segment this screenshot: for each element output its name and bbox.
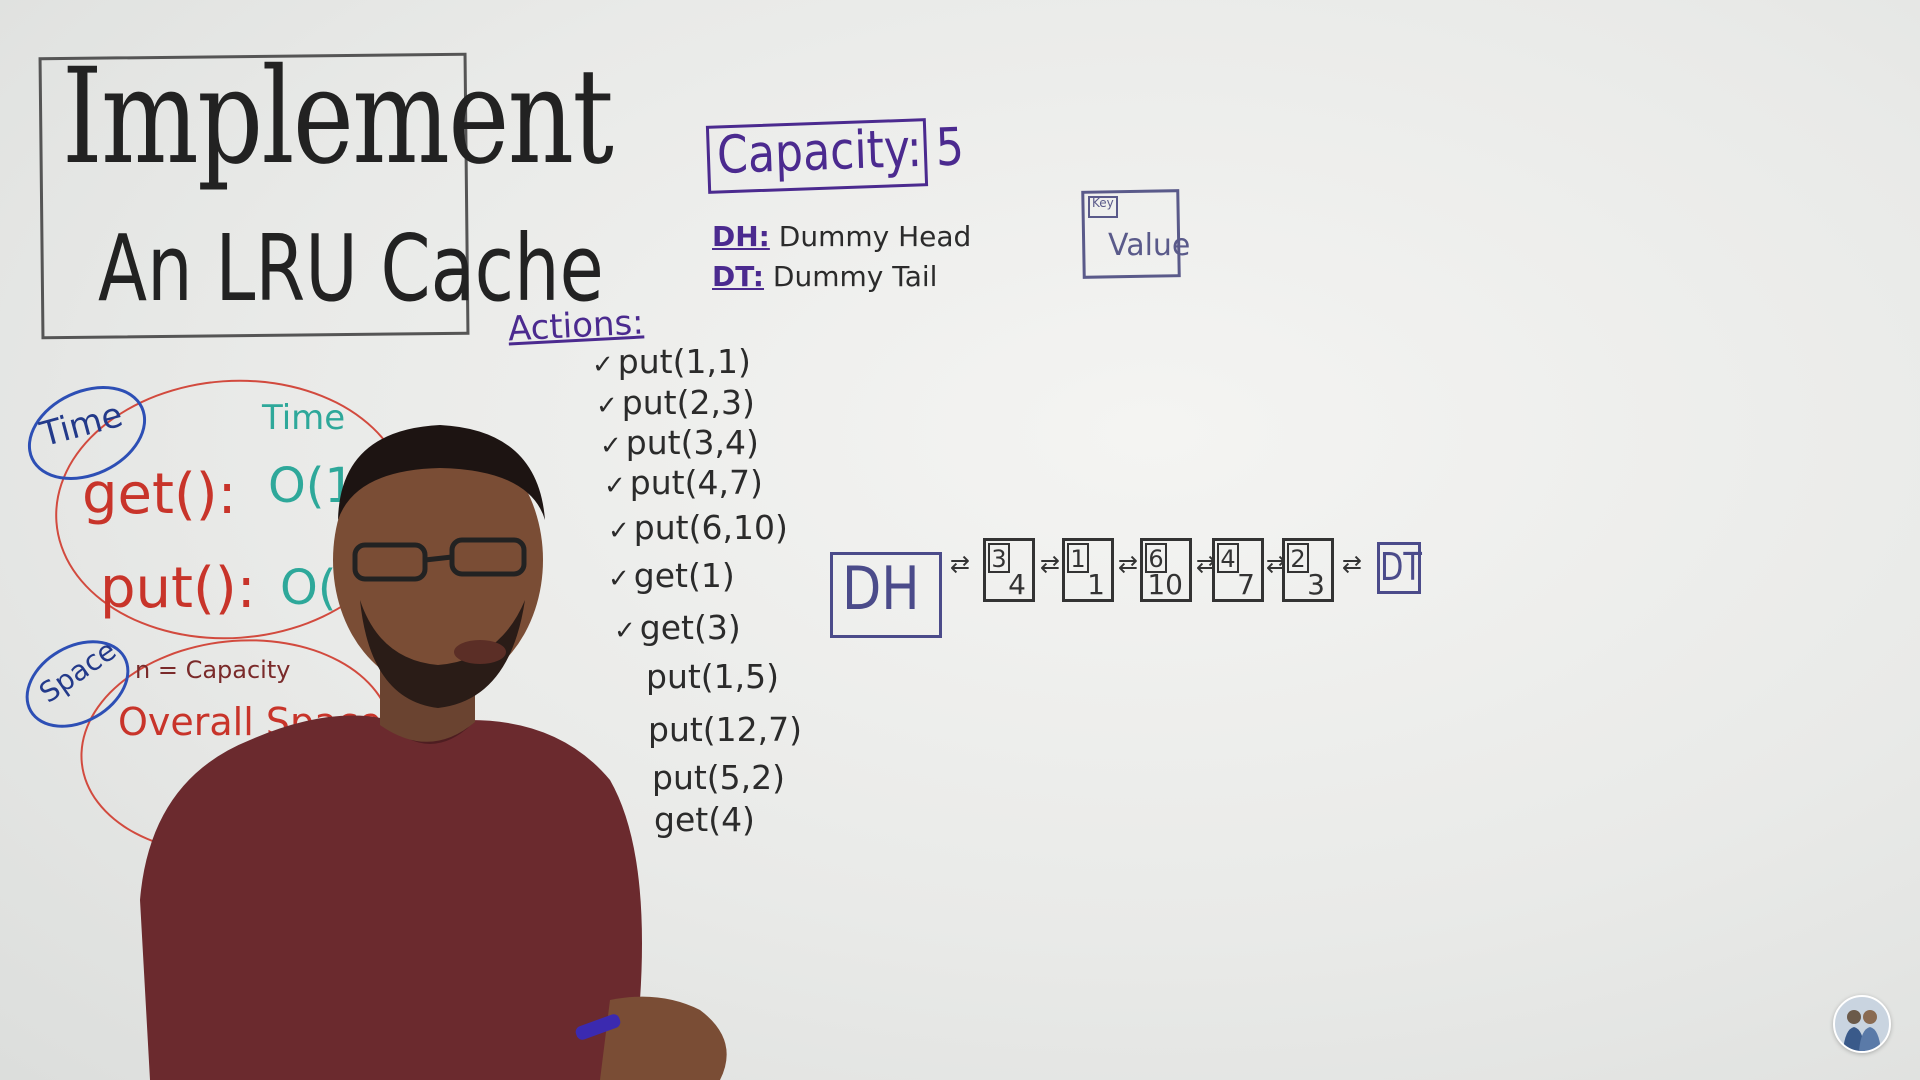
node-legend-key-frame [1088,196,1118,218]
action-item: ✓put(3,4) [600,423,759,462]
action-item: put(12,7) [648,710,803,749]
node-value: 4 [1008,568,1026,601]
node-value: 10 [1147,568,1183,601]
dummy-head-node-label: DH [842,554,920,624]
channel-avatar[interactable] [1833,995,1891,1053]
node-key: 4 [1217,543,1239,573]
put-method-label: put(): [100,556,256,621]
node-legend-value: Value [1108,228,1191,263]
node-value: 7 [1237,568,1255,601]
action-item: ✓put(4,7) [604,463,763,502]
avatar-icon [1843,1010,1881,1051]
list-node: 2 3 [1282,538,1334,602]
action-item: get(4) [654,800,755,839]
dummy-tail-legend: DT: Dummy Tail [712,260,937,293]
node-key: 2 [1287,543,1309,573]
title-line-1: Implement [62,40,614,194]
list-node: 3 4 [983,538,1035,602]
link-arrows: ⇄ [1196,550,1217,578]
node-legend-key: Key [1092,196,1114,210]
dt-text: Dummy Tail [772,260,938,293]
get-method-label: get(): [82,462,237,527]
dummy-head-node [830,552,942,638]
action-item: ✓put(1,1) [592,342,751,381]
node-key: 1 [1067,543,1089,573]
dummy-tail-node [1377,542,1421,594]
link-arrows: ⇄ [950,550,971,578]
n-definition: n = Capacity [135,656,291,684]
dummy-head-legend: DH: Dummy Head [712,220,971,253]
space-complexity-value: O( [188,770,240,821]
list-node: 6 10 [1140,538,1192,602]
link-arrows: ⇄ [1266,550,1287,578]
dummy-tail-node-label: DT [1380,545,1422,589]
action-item: ✓get(3) [614,608,741,647]
get-time-complexity: O(1) [268,458,374,514]
time-column-header: Time [262,398,346,438]
overall-space-label: Overall Space: [118,700,395,744]
node-key: 6 [1145,543,1167,573]
capacity-label: Capacity: 5 [716,117,965,186]
action-item: put(1,5) [646,657,780,696]
list-node: 1 1 [1062,538,1114,602]
action-item: ✓get(1) [608,556,735,595]
put-time-complexity: O(1 [280,560,368,616]
node-value: 3 [1307,568,1325,601]
node-key: 3 [988,543,1010,573]
title-line-2: An LRU Cache [98,215,604,322]
dt-abbr: DT: [712,260,765,293]
link-arrows: ⇄ [1118,550,1139,578]
dh-abbr: DH: [712,220,770,253]
link-arrows: ⇄ [1342,550,1363,578]
link-arrows: ⇄ [1040,550,1061,578]
action-item: put(5,2) [652,758,786,797]
action-item: ✓put(6,10) [608,508,788,547]
list-node: 4 7 [1212,538,1264,602]
node-value: 1 [1087,568,1105,601]
dh-text: Dummy Head [778,220,972,253]
action-item: ✓put(2,3) [596,383,755,422]
